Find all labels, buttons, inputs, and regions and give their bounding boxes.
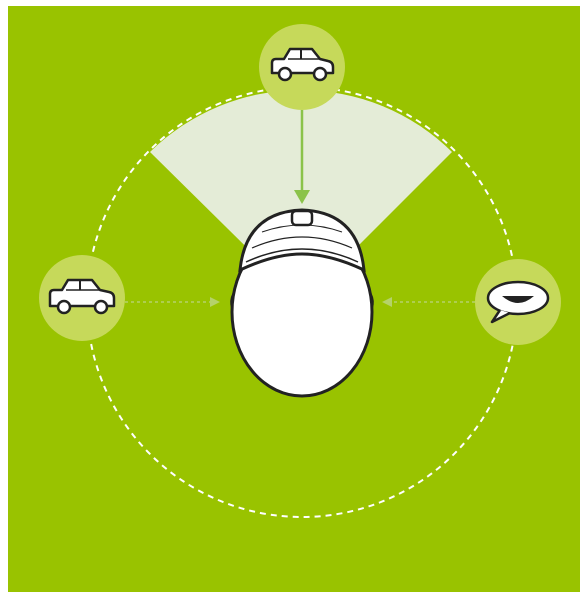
right-speech-badge <box>475 259 561 345</box>
left-car-badge <box>39 255 125 341</box>
listener-head <box>231 210 372 396</box>
front-car-badge <box>259 24 345 110</box>
nose-marker <box>292 211 312 225</box>
